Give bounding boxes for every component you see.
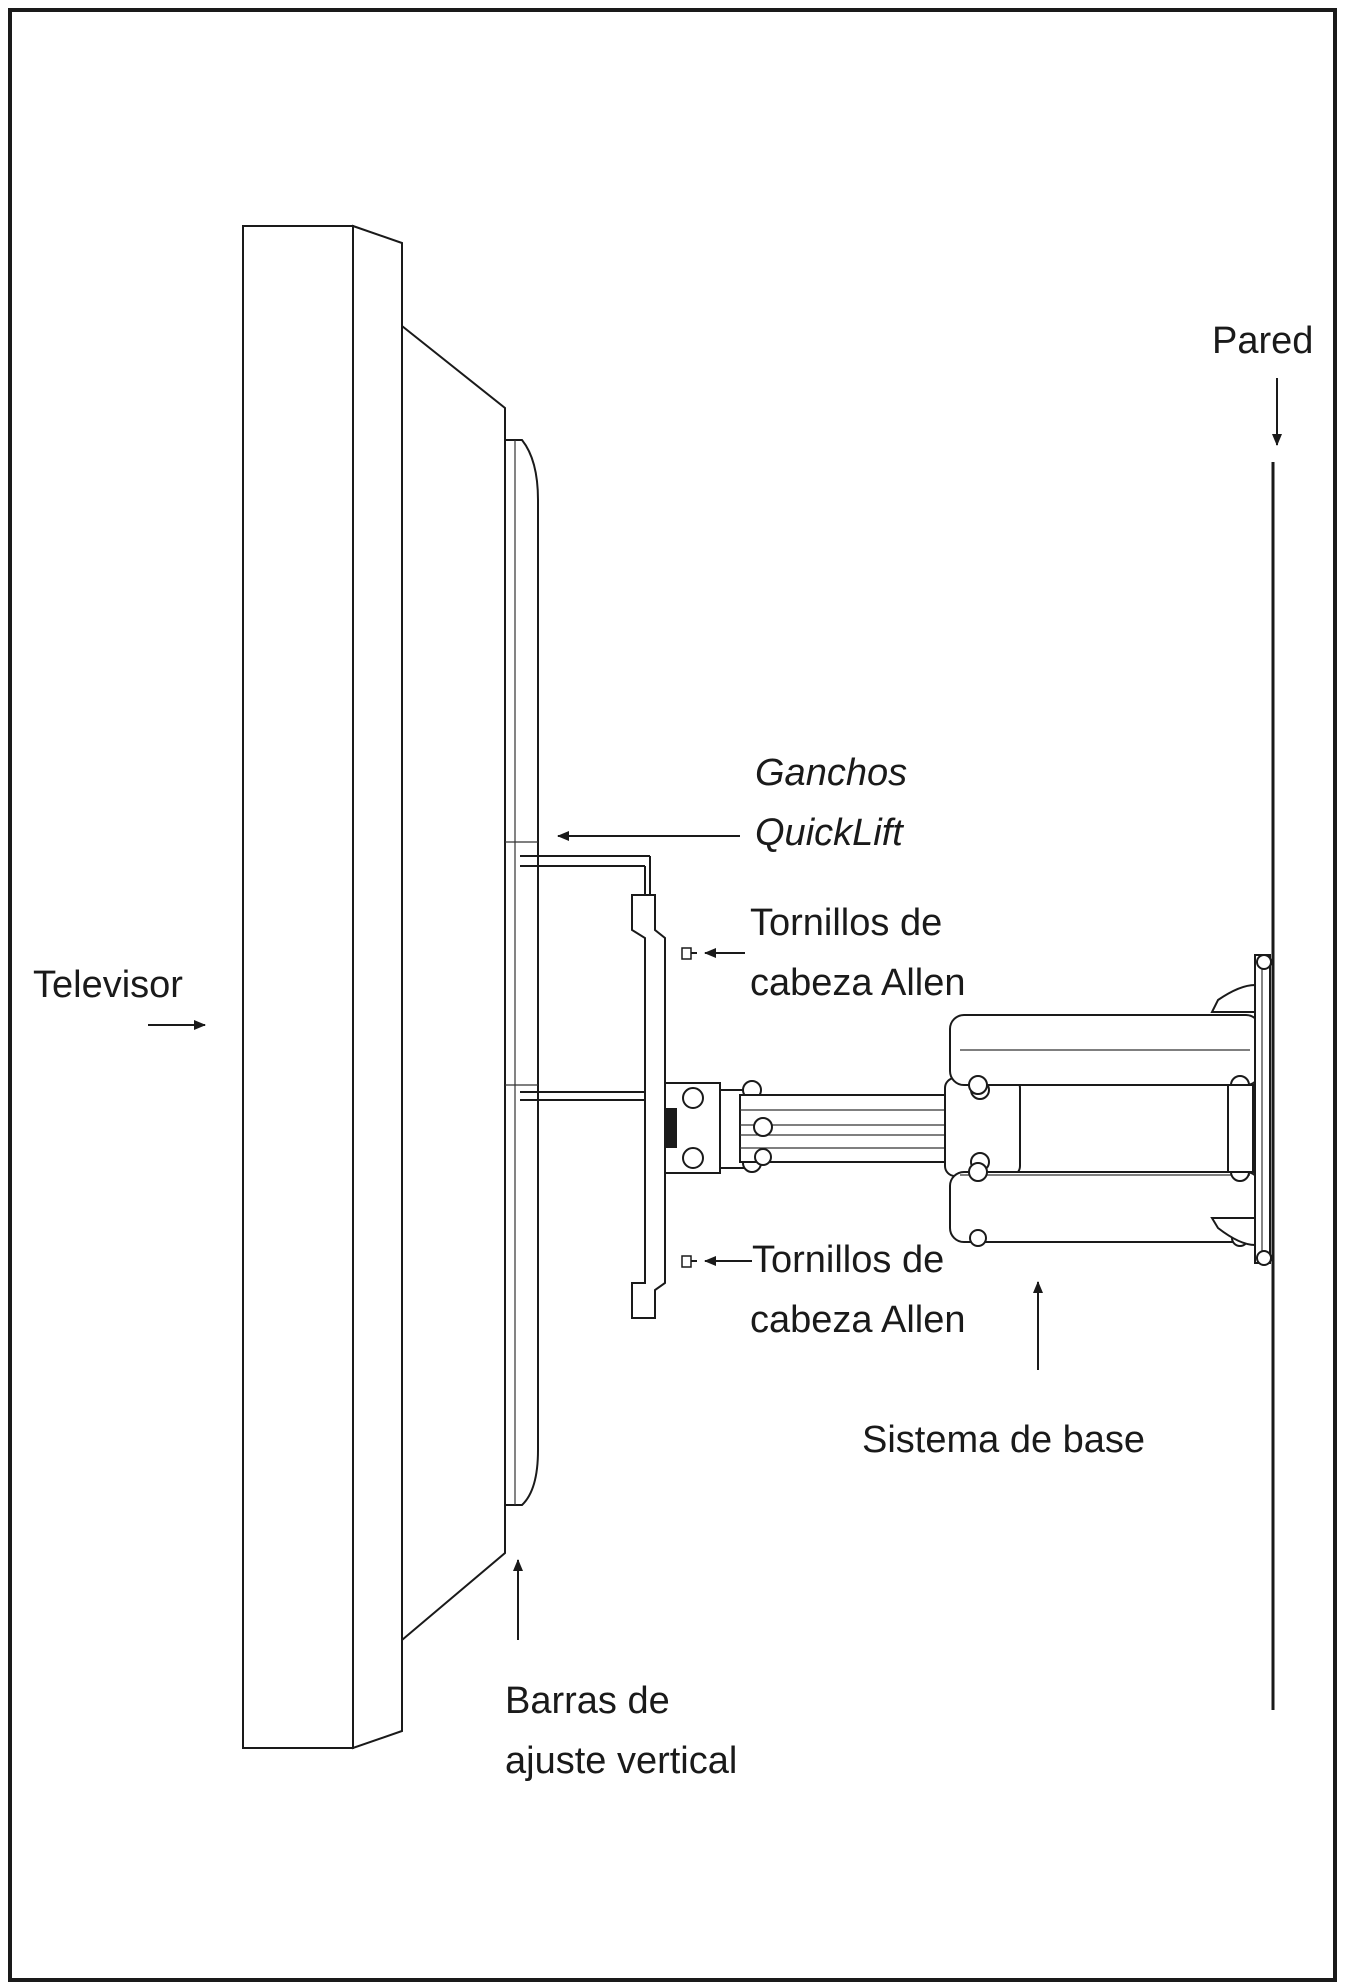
label-hooks-line1: Ganchos bbox=[755, 752, 907, 794]
label-hooks-line2: QuickLift bbox=[755, 812, 904, 854]
label-wall: Pared bbox=[1212, 320, 1313, 362]
label-screws-bottom-line1: Tornillos de bbox=[752, 1239, 944, 1281]
label-base-system: Sistema de base bbox=[862, 1419, 1145, 1461]
tv-body bbox=[242, 224, 506, 1750]
wall-base-plate bbox=[1210, 954, 1272, 1266]
label-vertical-bars-line2: ajuste vertical bbox=[505, 1740, 737, 1782]
extension-arm-upper bbox=[949, 1014, 1261, 1095]
diagram-frame bbox=[8, 8, 1337, 1982]
arm-wall-column bbox=[1227, 1084, 1254, 1173]
vertical-adjustment-bars bbox=[504, 439, 539, 1506]
extension-arm-lower bbox=[949, 1162, 1261, 1247]
label-screws-bottom-line2: cabeza Allen bbox=[750, 1299, 966, 1341]
label-screws-top-line2: cabeza Allen bbox=[750, 962, 966, 1004]
label-screws-top-line1: Tornillos de bbox=[750, 902, 942, 944]
mounting-plate bbox=[631, 894, 666, 1319]
allen-screw-bottom bbox=[681, 1255, 697, 1268]
label-vertical-bars-line1: Barras de bbox=[505, 1680, 670, 1722]
label-tv: Televisor bbox=[33, 964, 183, 1006]
allen-screw-top bbox=[681, 947, 697, 960]
